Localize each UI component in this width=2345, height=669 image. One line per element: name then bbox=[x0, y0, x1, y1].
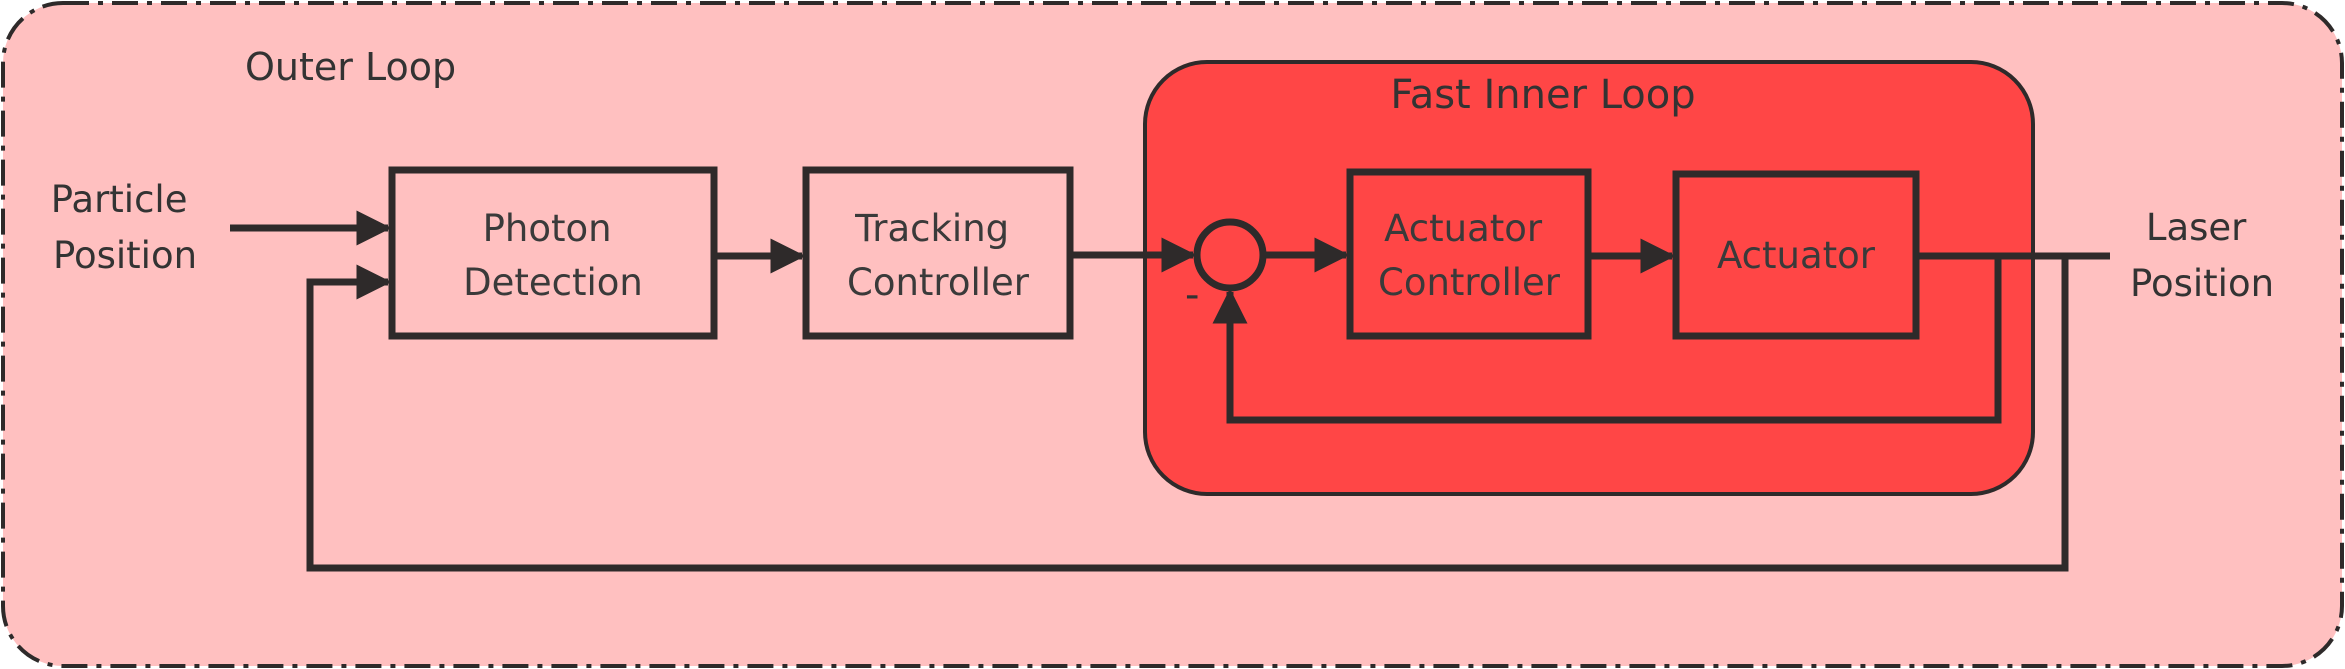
tracking-controller-line1: Tracking bbox=[854, 207, 1009, 250]
output-label-line1: Laser bbox=[2146, 206, 2247, 249]
input-label-line2: Position bbox=[53, 234, 197, 277]
input-label-line1: Particle bbox=[51, 178, 188, 221]
output-label-line2: Position bbox=[2130, 262, 2274, 305]
output-label: Laser Position bbox=[2130, 206, 2274, 305]
summing-junction-sign: - bbox=[1185, 272, 1199, 318]
outer-loop-label: Outer Loop bbox=[245, 45, 456, 89]
input-label: Particle Position bbox=[51, 178, 199, 277]
signal-lines bbox=[230, 210, 2110, 572]
inner-loop-label: Fast Inner Loop bbox=[1390, 72, 1695, 118]
svg-text:Actuator Controller: Actuator Controller bbox=[1378, 207, 1561, 304]
outer-feedback-path bbox=[306, 256, 2069, 572]
photon-detection-line1: Photon bbox=[483, 207, 612, 250]
tracking-controller-line2: Controller bbox=[847, 261, 1030, 304]
photon-detection-line2: Detection bbox=[463, 261, 643, 304]
svg-text:Tracking Controller: Tracking Controller bbox=[847, 207, 1030, 304]
inner-feedback-path bbox=[1212, 256, 2002, 424]
actuator-line1: Actuator bbox=[1717, 234, 1876, 277]
actuator-controller-line2: Controller bbox=[1378, 261, 1561, 304]
svg-text:Photon Detection: Photon Detection bbox=[463, 207, 643, 304]
actuator-controller-line1: Actuator bbox=[1384, 207, 1543, 250]
